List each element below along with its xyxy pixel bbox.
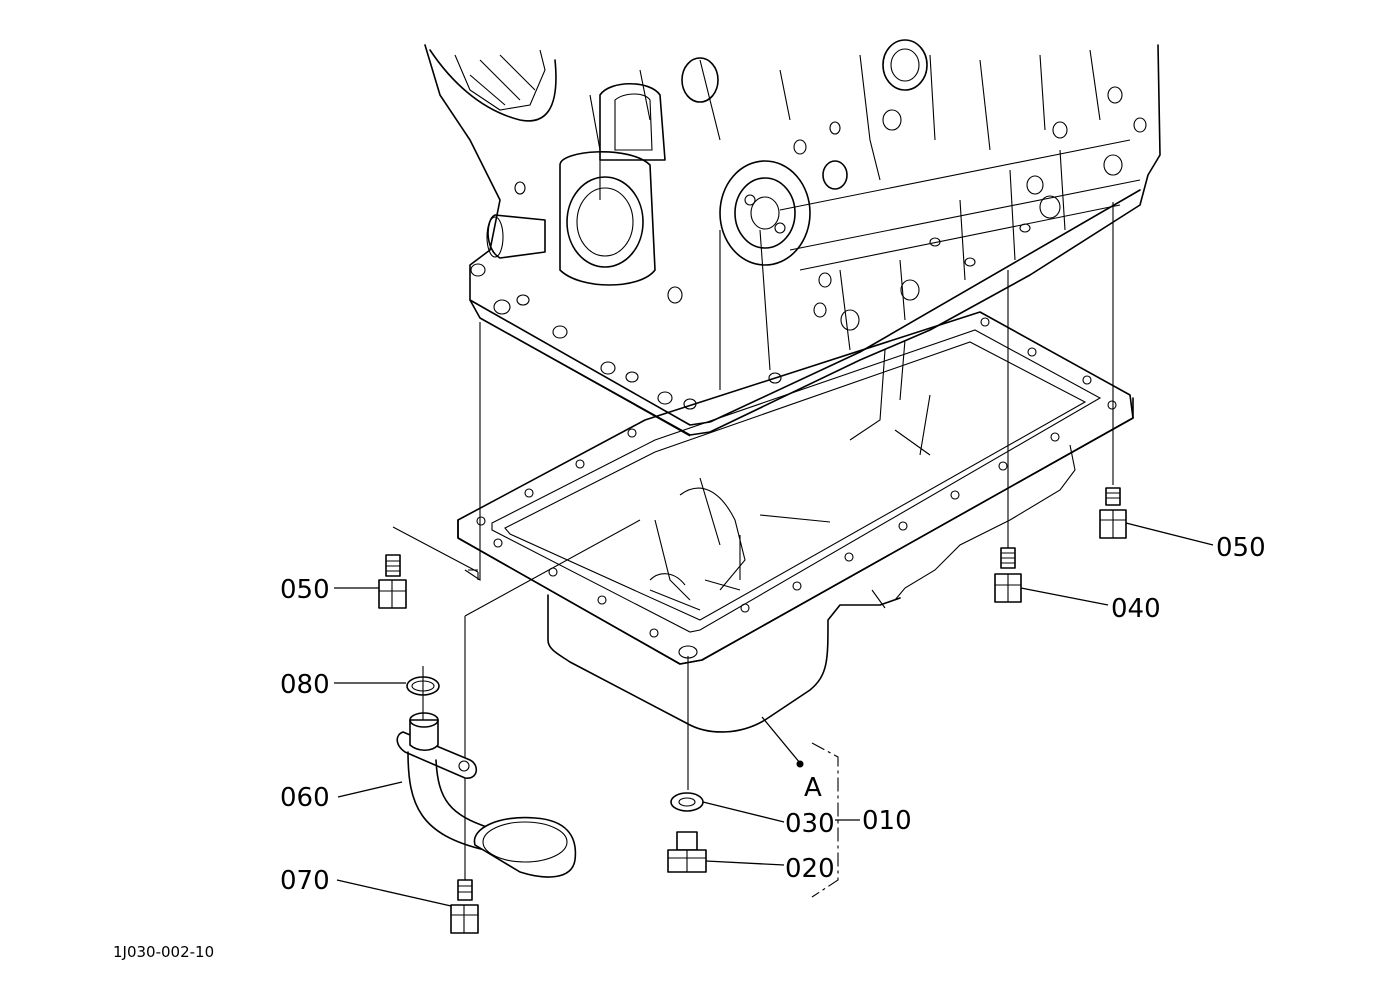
- bolt-050-right: [1099, 487, 1127, 539]
- assembly-center-lines: [392, 202, 1114, 880]
- callout-010: 010: [862, 806, 912, 836]
- detail-label-a: A: [804, 773, 822, 803]
- gasket-030: [670, 792, 704, 812]
- callout-080: 080: [280, 670, 330, 700]
- oil-strainer-060: [396, 712, 577, 878]
- engine-block: [424, 39, 1161, 437]
- bolt-070: [450, 879, 479, 934]
- bolt-050-left: [378, 554, 407, 609]
- oil-pan: [457, 311, 1134, 733]
- bolt-040: [994, 547, 1022, 603]
- callout-020: 020: [785, 854, 835, 884]
- block-flange-bolt-bosses: [470, 223, 1031, 410]
- callout-050-left: 050: [280, 575, 330, 605]
- detail-a-point: [796, 760, 804, 768]
- o-ring-080: [406, 676, 440, 696]
- callout-050-right: 050: [1216, 533, 1266, 563]
- callout-labels: 050 040 050 080 060 070 030 020 010 A 1J…: [113, 533, 1266, 961]
- callout-030: 030: [785, 809, 835, 839]
- callout-040: 040: [1111, 594, 1161, 624]
- drain-plug-020: [667, 831, 707, 873]
- callout-060: 060: [280, 783, 330, 813]
- leader-lines: [334, 522, 1214, 907]
- callout-070: 070: [280, 866, 330, 896]
- pan-flange-holes: [476, 317, 1117, 659]
- assembly-bracket-010: [761, 716, 839, 898]
- document-id: 1J030-002-10: [113, 943, 214, 961]
